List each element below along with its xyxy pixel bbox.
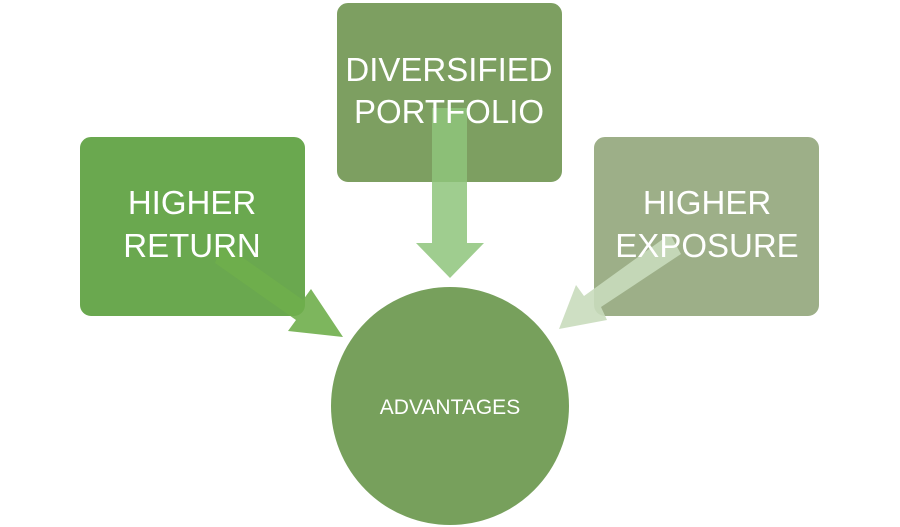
diversified-portfolio-line-1: DIVERSIFIED xyxy=(345,51,552,88)
diversified-portfolio-line-2: PORTFOLIO xyxy=(354,93,544,130)
higher-return-line-1: HIGHER xyxy=(128,184,256,221)
advantages-circle xyxy=(329,285,571,527)
advantages-label: ADVANTAGES xyxy=(380,396,520,419)
arrow-return-to-advantages xyxy=(215,243,343,337)
arrow-portfolio-to-advantages xyxy=(416,108,484,278)
higher-exposure-line-1: HIGHER xyxy=(643,184,771,221)
higher-return-line-2: RETURN xyxy=(123,227,261,264)
higher-exposure-line-2: EXPOSURE xyxy=(615,227,798,264)
arrow-exposure-to-advantages xyxy=(559,234,681,329)
